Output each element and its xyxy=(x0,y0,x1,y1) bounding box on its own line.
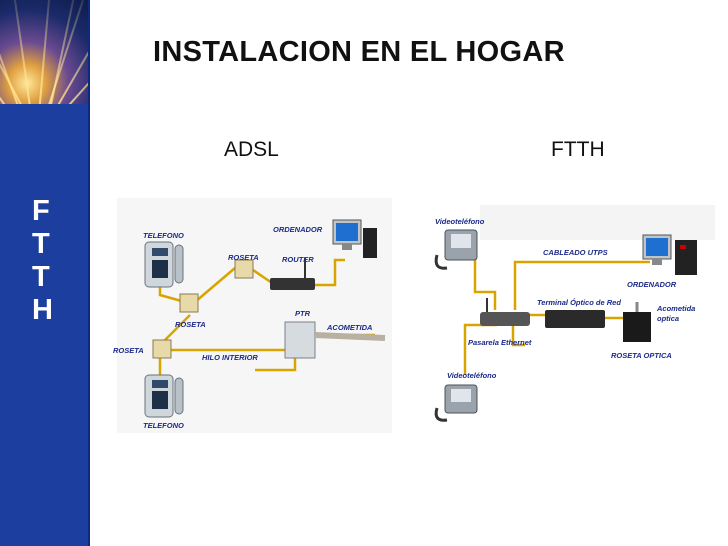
letter-t1: T xyxy=(32,228,50,260)
label-telefono-bottom: TELEFONO xyxy=(143,421,184,430)
sidebar: F T T H xyxy=(0,0,90,546)
adsl-heading: ADSL xyxy=(224,138,279,161)
sidebar-edge xyxy=(88,0,90,546)
label-ordenador: ORDENADOR xyxy=(627,280,677,289)
label-terminal-optico: Terminal Óptico de Red xyxy=(537,298,621,307)
label-cableado-utps: CABLEADO UTPS xyxy=(543,248,608,257)
router-icon xyxy=(270,258,315,290)
roseta-box-2-icon xyxy=(234,259,254,279)
vertical-acronym: F T T H xyxy=(32,195,60,327)
label-videotelefono-top: Videoteléfono xyxy=(435,217,485,226)
letter-t2: T xyxy=(32,261,50,293)
label-roseta-top: ROSETA xyxy=(228,253,259,262)
letter-h: H xyxy=(32,294,53,326)
ptr-box-icon xyxy=(284,321,316,359)
label-acometida-2: optica xyxy=(657,314,679,323)
label-acometida: ACOMETIDA xyxy=(326,323,372,332)
label-videotelefono-bottom: Videoteléfono xyxy=(447,371,497,380)
computer-icon xyxy=(332,219,377,258)
roseta-box-3-icon xyxy=(152,339,172,359)
label-roseta-mid: ROSETA xyxy=(175,320,206,329)
slide-title: INSTALACION EN EL HOGAR xyxy=(153,36,565,68)
videophone-bottom-icon xyxy=(434,384,478,422)
label-roseta-optica: ROSETA OPTICA xyxy=(611,351,672,360)
optical-rosette-icon xyxy=(623,302,651,342)
fiber-optic-image xyxy=(0,0,90,104)
label-acometida-1: Acometida xyxy=(656,304,695,313)
label-router: ROUTER xyxy=(282,255,314,264)
telephone-top-icon xyxy=(144,241,184,288)
telephone-bottom-icon xyxy=(144,374,184,418)
ethernet-gateway-icon xyxy=(480,298,530,326)
label-ptr: PTR xyxy=(295,309,311,318)
ftth-heading: FTTH xyxy=(551,138,605,161)
label-hilo-interior: HILO INTERIOR xyxy=(202,353,258,362)
videophone-top-icon xyxy=(434,229,478,270)
computer-icon xyxy=(642,234,697,275)
acometida-cable-icon xyxy=(314,332,386,341)
adsl-diagram: TELEFONO ROSETA ROSETA ROSETA ORDENADOR … xyxy=(113,198,392,433)
label-roseta-left: ROSETA xyxy=(113,346,144,355)
ftth-diagram: Videoteléfono CABLEADO UTPS ORDENADOR Te… xyxy=(434,205,715,422)
roseta-box-1-icon xyxy=(179,293,199,313)
label-telefono-top: TELEFONO xyxy=(143,231,184,240)
label-pasarela: Pasarela Ethernet xyxy=(468,338,532,347)
optical-terminal-icon xyxy=(545,310,605,328)
letter-f: F xyxy=(32,195,50,227)
label-ordenador: ORDENADOR xyxy=(273,225,323,234)
